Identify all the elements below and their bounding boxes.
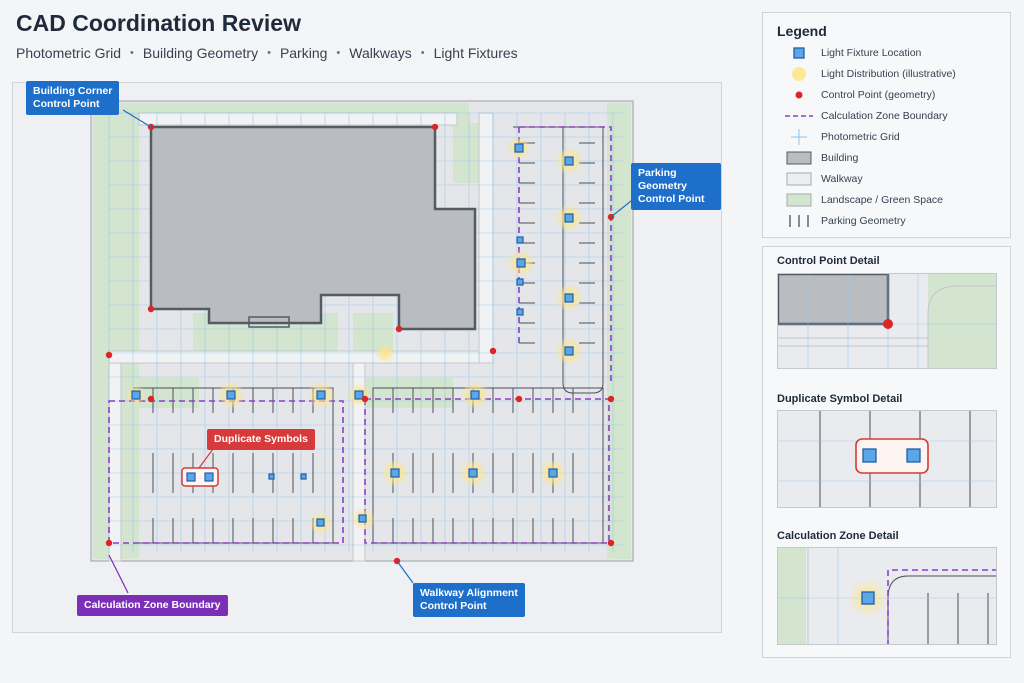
legend-panel: Legend Light Fixture Location Light Dist… — [762, 12, 1011, 238]
legend-item-grid: Photometric Grid — [777, 127, 1007, 147]
walkway-alignment-callout[interactable]: Walkway Alignment Control Point — [413, 583, 525, 617]
legend-label: Walkway — [821, 173, 863, 185]
layer-tags: Photometric Grid • Building Geometry • P… — [16, 45, 518, 61]
parking-geometry-callout-text: Parking Geometry Control Point — [638, 167, 705, 205]
tag-photometric-grid[interactable]: Photometric Grid — [16, 45, 122, 61]
walkway-alignment-callout-text: Walkway Alignment Control Point — [420, 587, 518, 612]
page-title: CAD Coordination Review — [16, 10, 301, 36]
red-dot-icon — [777, 85, 821, 105]
legend-label: Light Distribution (illustrative) — [821, 68, 956, 80]
duplicate-symbols-callout[interactable]: Duplicate Symbols — [207, 429, 315, 450]
legend-title: Legend — [777, 23, 827, 39]
site-plan-drawing — [90, 100, 642, 594]
calc-zone-callout-text: Calculation Zone Boundary — [84, 599, 221, 611]
walkway-swatch-icon — [777, 169, 821, 189]
legend-item-glow: Light Distribution (illustrative) — [777, 64, 1007, 84]
legend-label: Building — [821, 152, 859, 164]
landscape-areas — [93, 103, 631, 559]
legend-label: Light Fixture Location — [821, 47, 922, 59]
building-footprint — [149, 125, 477, 331]
separator: • — [267, 47, 271, 59]
building-corner-callout-text: Building Corner Control Point — [33, 85, 113, 110]
control-point-detail-view[interactable] — [777, 273, 997, 369]
tag-building-geometry[interactable]: Building Geometry — [142, 45, 259, 61]
duplicate-symbol-detail-drawing — [778, 411, 996, 507]
parking-lines-icon — [777, 211, 821, 231]
control-point-detail-title: Control Point Detail — [777, 255, 880, 267]
separator: • — [336, 47, 341, 59]
calc-zone-detail-drawing — [778, 548, 996, 644]
tag-light-fixtures[interactable]: Light Fixtures — [433, 45, 518, 61]
legend-label: Parking Geometry — [821, 215, 906, 227]
legend-item-calc-zone: Calculation Zone Boundary — [777, 106, 1007, 126]
separator: • — [130, 47, 134, 59]
building-entry — [248, 316, 290, 328]
calc-zone-callout[interactable]: Calculation Zone Boundary — [77, 595, 228, 616]
separator: • — [420, 47, 425, 59]
legend-item-landscape: Landscape / Green Space — [777, 190, 1007, 210]
legend-item-parking: Parking Geometry — [777, 211, 1007, 231]
calc-zone-detail-title: Calculation Zone Detail — [777, 530, 899, 542]
legend-item-fixture: Light Fixture Location — [777, 43, 1007, 63]
legend-item-control-point: Control Point (geometry) — [777, 85, 1007, 105]
control-points — [105, 123, 615, 565]
legend-item-walkway: Walkway — [777, 169, 1007, 189]
light-fixtures — [131, 143, 574, 527]
crosshair-icon — [777, 127, 821, 147]
legend-label: Control Point (geometry) — [821, 89, 936, 101]
parking-geometry-callout[interactable]: Parking Geometry Control Point — [631, 163, 721, 210]
calc-zone-boundary — [108, 126, 612, 544]
tag-walkways[interactable]: Walkways — [349, 45, 412, 61]
duplicate-fixtures — [186, 472, 214, 482]
detail-panels: Control Point Detail Duplicate Symbol De… — [762, 246, 1011, 658]
dashed-line-icon — [777, 106, 821, 126]
building-corner-callout[interactable]: Building Corner Control Point — [26, 81, 120, 115]
landscape-swatch-icon — [777, 190, 821, 210]
control-point-detail-drawing — [778, 274, 996, 368]
calc-zone-detail-view[interactable] — [777, 547, 997, 645]
building-swatch-icon — [777, 148, 821, 168]
legend-label: Calculation Zone Boundary — [821, 110, 948, 122]
duplicate-symbols-callout-text: Duplicate Symbols — [214, 433, 308, 445]
duplicate-symbol-detail-view[interactable] — [777, 410, 997, 508]
fixture-square-icon — [777, 43, 821, 63]
glow-circle-icon — [777, 64, 821, 84]
duplicate-symbol-detail-title: Duplicate Symbol Detail — [777, 393, 903, 405]
tag-parking[interactable]: Parking — [279, 45, 328, 61]
legend-label: Landscape / Green Space — [821, 194, 944, 206]
legend-item-building: Building — [777, 148, 1007, 168]
site-plan-canvas[interactable]: Building Corner Control Point Parking Ge… — [12, 81, 722, 633]
legend-label: Photometric Grid — [821, 131, 900, 143]
